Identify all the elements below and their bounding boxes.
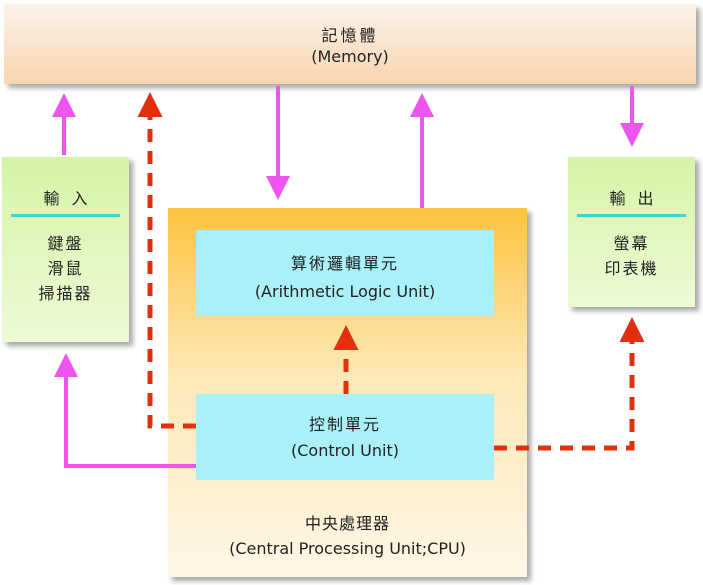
output-devices-list: 螢幕 印表機 [568,231,695,281]
input-device-item: 滑鼠 [47,259,84,278]
input-device-item: 鍵盤 [47,234,84,253]
input-box: 輸入 鍵盤 滑鼠 掃描器 [2,157,129,342]
control-unit-subtitle: (Control Unit) [291,441,399,460]
output-box: 輸出 螢幕 印表機 [568,157,695,307]
alu-title: 算術邏輯單元 [290,254,399,273]
output-title: 輸出 [609,189,666,208]
output-divider [577,214,686,217]
control-to-memory-signal [137,92,196,429]
memory-title: 記憶體 [321,26,379,45]
input-devices-list: 鍵盤 滑鼠 掃描器 [2,231,129,306]
output-device-item: 螢幕 [613,234,650,253]
input-device-item: 掃描器 [38,284,93,303]
cpu-title: 中央處理器 [304,514,390,533]
output-device-item: 印表機 [604,259,659,278]
input-divider [11,214,120,217]
memory-subtitle: (Memory) [311,47,389,66]
input-title: 輸入 [43,189,100,208]
control-to-output-signal [494,317,645,451]
cpu-subtitle: (Central Processing Unit;CPU) [229,539,466,558]
alu-subtitle: (Arithmetic Logic Unit) [254,282,436,301]
control-unit-box: 控制單元 (Control Unit) [196,394,494,480]
control-unit-title: 控制單元 [308,415,381,434]
memory-box: 記憶體 (Memory) [4,4,696,84]
alu-box: 算術邏輯單元 (Arithmetic Logic Unit) [196,230,494,316]
control-to-input-arrow [54,353,196,468]
